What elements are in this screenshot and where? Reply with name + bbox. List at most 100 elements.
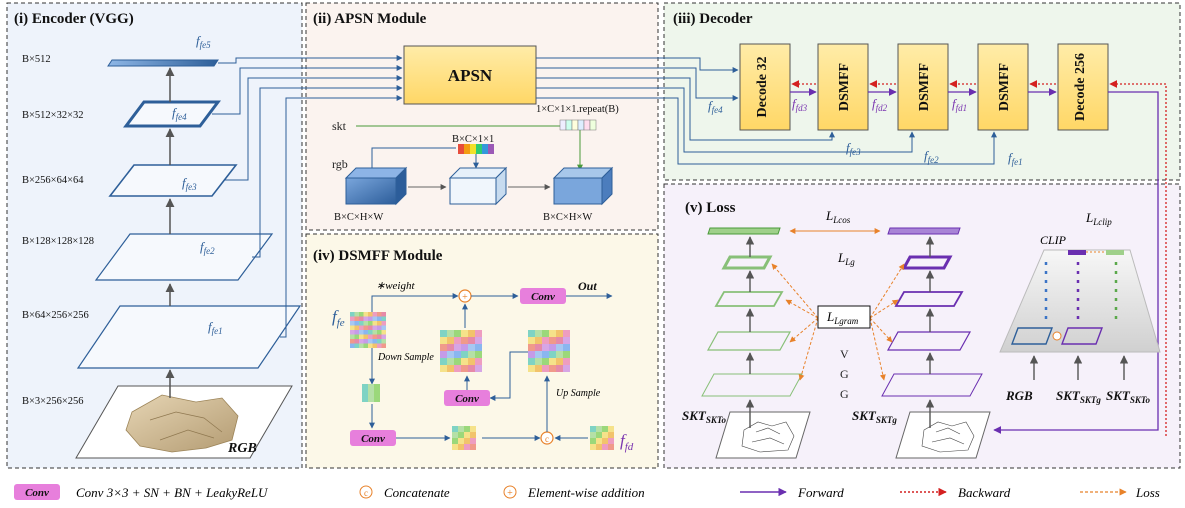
feature-cell [556, 358, 563, 365]
feature-cell [556, 337, 563, 344]
fd-feature-map [590, 426, 614, 450]
feature-cell [461, 351, 468, 358]
feature-cell [359, 343, 364, 348]
feature-cell [359, 330, 364, 335]
downsampled-map [362, 384, 380, 402]
legend-loss: Loss [1135, 485, 1160, 500]
dsmff-conv-2 [444, 390, 490, 406]
feature-cell [377, 339, 382, 344]
feature-cell [440, 337, 447, 344]
feature-cell [549, 358, 556, 365]
feature-cell [447, 330, 454, 337]
loss-title: (v) Loss [685, 200, 736, 216]
feature-cell [470, 444, 476, 450]
feature-cell [461, 330, 468, 337]
feature-cell [363, 343, 368, 348]
feature-cell [563, 365, 570, 372]
feature-cell [542, 330, 549, 337]
dim-input: B×3×256×256 [22, 396, 84, 407]
garment-image [125, 394, 239, 453]
decoder-title: (iii) Decoder [673, 11, 753, 27]
feature-cell [377, 316, 382, 321]
feature-cell [608, 426, 614, 432]
feature-cell [563, 337, 570, 344]
feature-cell [452, 432, 458, 438]
dsmff-title: (iv) DSMFF Module [313, 248, 443, 264]
clip-rgb-label: RGB [1005, 388, 1033, 403]
feature-cell [535, 365, 542, 372]
feature-cell [454, 351, 461, 358]
feature-cell [381, 316, 386, 321]
feature-cell [458, 432, 464, 438]
feature-cell [468, 358, 475, 365]
input-rgb-label: RGB [227, 441, 257, 456]
fe3-plane [108, 164, 238, 197]
feature-cell [549, 351, 556, 358]
decode-32-block [739, 43, 791, 131]
feature-cell [362, 384, 368, 390]
decoder-forward [790, 88, 1159, 434]
legend-conv-tag-label: Conv [25, 487, 49, 499]
legend-conv-desc: Conv 3×3 + SN + BN + LeakyReLU [76, 485, 269, 500]
decode-256-block [1057, 43, 1109, 131]
feature-cell [535, 358, 542, 365]
clip-model [999, 249, 1161, 353]
dsmff-conv-1 [350, 430, 396, 446]
dim-fe3: B×256×64×64 [22, 175, 84, 186]
feature-cell [458, 444, 464, 450]
feature-cell [377, 343, 382, 348]
feature-cell [359, 334, 364, 339]
feature-cell [440, 351, 447, 358]
feature-cell [475, 337, 482, 344]
feature-cell [528, 330, 535, 337]
feature-cell [461, 344, 468, 351]
feature-cell [447, 337, 454, 344]
feature-cell [440, 330, 447, 337]
legend-backward: Backward [958, 485, 1011, 500]
dim-fe5: B×512 [22, 54, 51, 65]
feature-cell [377, 325, 382, 330]
feature-cell [381, 334, 386, 339]
feature-cell [377, 321, 382, 326]
output-feature-cube [552, 166, 614, 206]
feature-cell [556, 344, 563, 351]
upsampled-map [528, 330, 570, 372]
out-dim-label: B×C×H×W [543, 212, 592, 223]
feature-cell [563, 351, 570, 358]
clip-embeddings [1010, 250, 1124, 345]
up-sample-label: Up Sample [556, 388, 601, 399]
weight-path [371, 293, 459, 312]
down-sample-label: Down Sample [377, 352, 434, 363]
dsmff-conv-2-label: Conv [455, 393, 479, 405]
feature-cell [363, 316, 368, 321]
feature-cell [556, 351, 563, 358]
feature-cell [470, 426, 476, 432]
skt-label: skt [332, 119, 347, 133]
feature-cell [556, 365, 563, 372]
dim-fe1: B×64×256×256 [22, 310, 89, 321]
feature-cell [368, 384, 374, 390]
feature-cell [440, 358, 447, 365]
feature-cell [372, 334, 377, 339]
dsmff-block-3-label: DSMFF [837, 63, 852, 111]
feature-cell [549, 365, 556, 372]
legend-add: Element-wise addition [527, 485, 645, 500]
feature-cell [368, 396, 374, 402]
decode-256-label: Decode 256 [1073, 53, 1088, 121]
rgb-vector [458, 144, 494, 154]
apsn-block-label: APSN [448, 66, 493, 85]
feature-cell [542, 344, 549, 351]
feature-cell [464, 426, 470, 432]
dsmff-block-1 [977, 43, 1029, 131]
decode-32-label: Decode 32 [755, 56, 770, 117]
feature-cell [368, 339, 373, 344]
feature-cell [468, 330, 475, 337]
feature-cell [590, 432, 596, 438]
feature-cell [372, 321, 377, 326]
feature-cell [590, 438, 596, 444]
feature-cell [452, 438, 458, 444]
feature-cell [354, 339, 359, 344]
clip-arrows [1029, 355, 1129, 380]
legend-forward: Forward [797, 485, 844, 500]
feature-cell [549, 337, 556, 344]
